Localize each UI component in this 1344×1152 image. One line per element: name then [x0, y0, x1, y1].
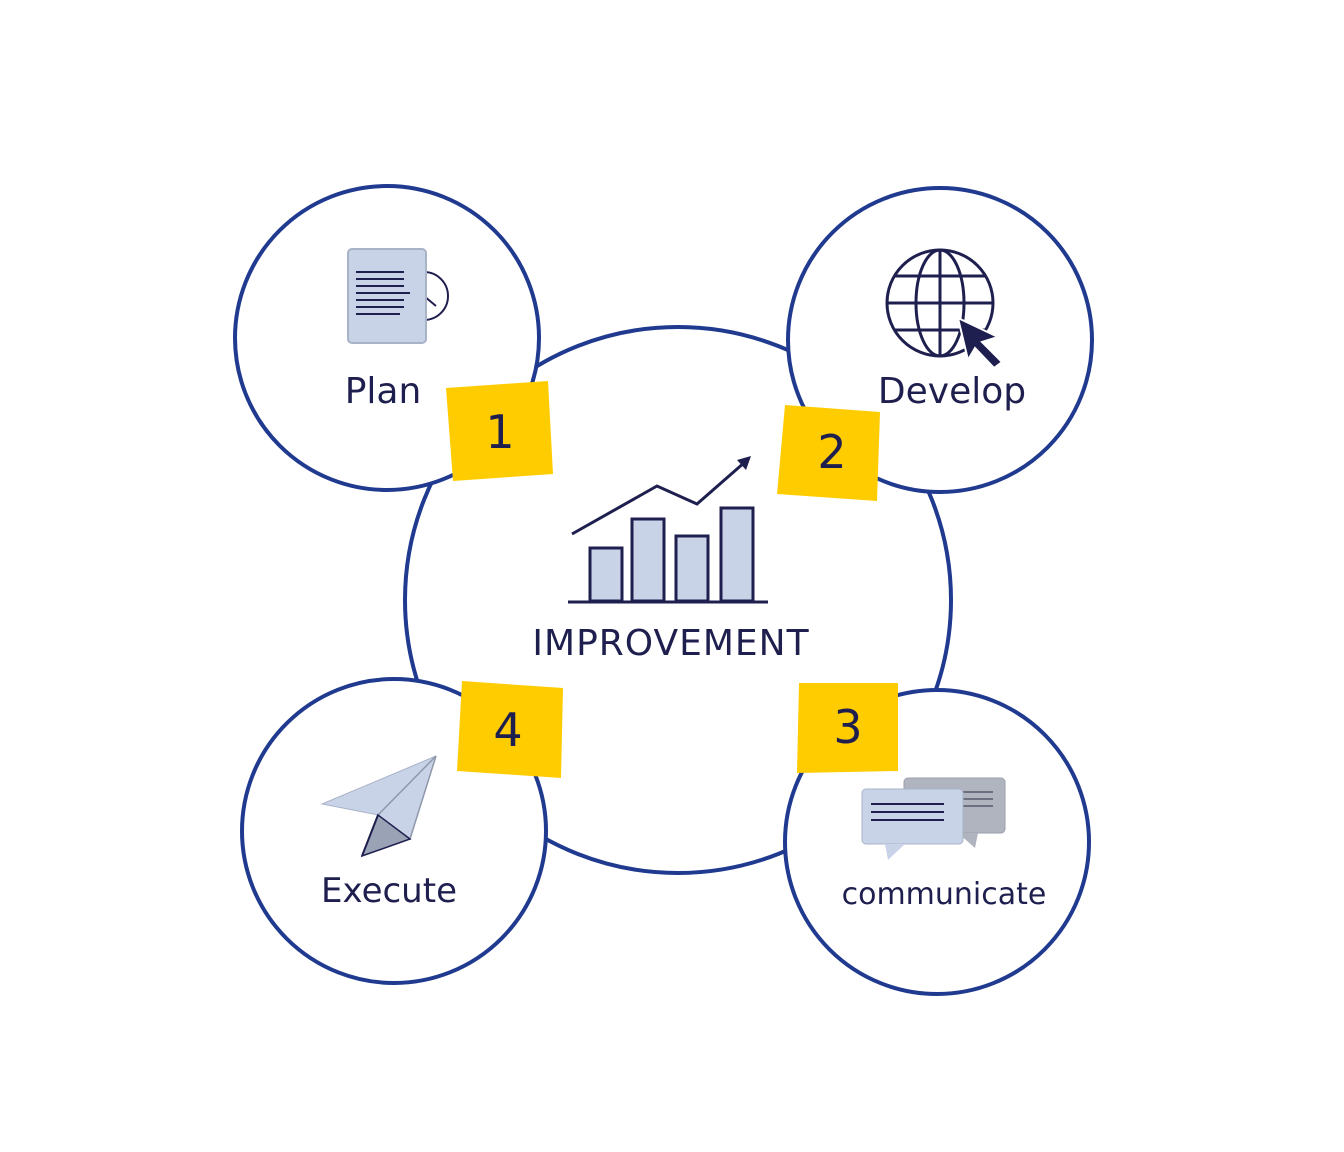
center-label: IMPROVEMENT [532, 623, 809, 664]
paper-plane-icon [320, 755, 437, 858]
step-number-2: 2 [817, 425, 846, 479]
step-badge-2: 2 [777, 405, 880, 501]
step-label-develop: Develop [878, 371, 1026, 412]
step-label-communicate: communicate [842, 877, 1047, 912]
step-number-4: 4 [493, 703, 522, 757]
step-label-execute: Execute [321, 871, 457, 911]
bar-chart-growth-icon [568, 456, 768, 604]
globe-cursor-icon [885, 248, 1004, 370]
document-clock-icon [347, 248, 449, 344]
chat-bubbles-icon [861, 777, 1006, 860]
step-badge-4: 4 [457, 681, 563, 778]
step-badge-3: 3 [797, 683, 898, 773]
step-badge-1: 1 [446, 381, 553, 481]
step-number-3: 3 [833, 700, 862, 754]
step-label-plan: Plan [345, 371, 422, 412]
step-number-1: 1 [485, 405, 514, 459]
